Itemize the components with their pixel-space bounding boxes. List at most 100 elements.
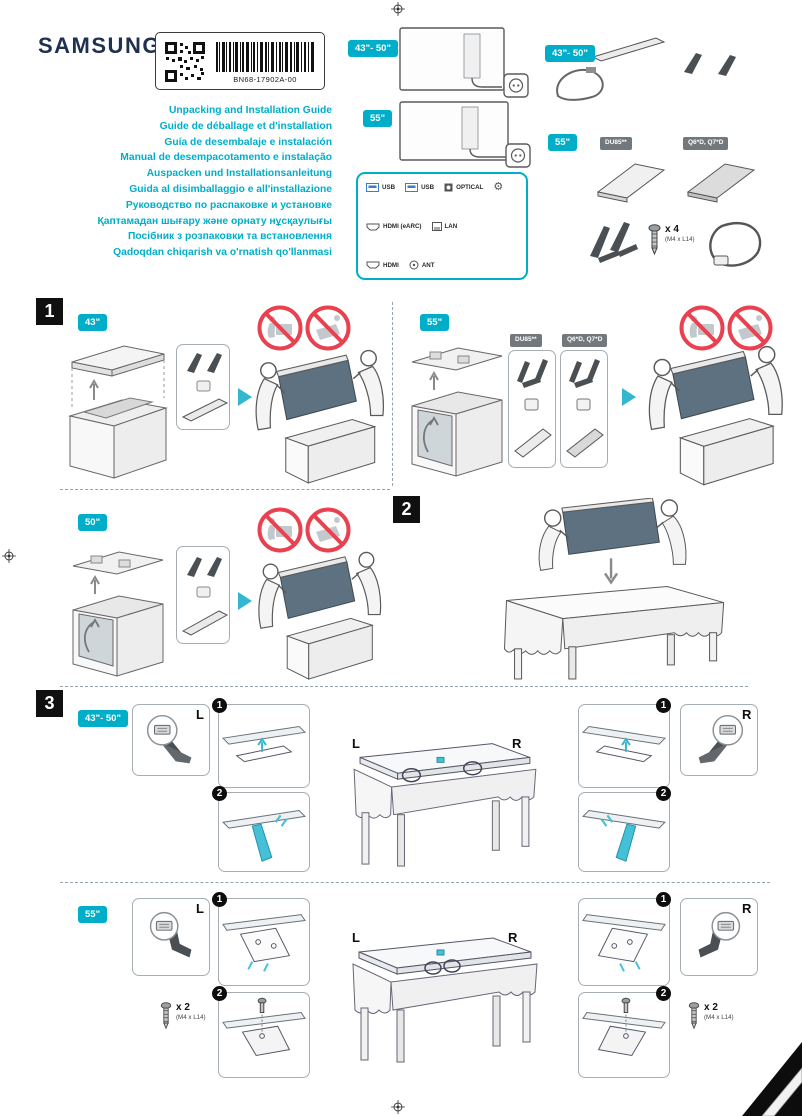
- substep-2-circle: 2: [212, 986, 227, 1001]
- port-hdmi: HDMI: [366, 261, 399, 269]
- size-badge-43-50-accessories: 43"- 50": [545, 45, 595, 62]
- foot-attach-diagram: [222, 810, 306, 862]
- hdmi-port-icon: [366, 223, 380, 230]
- assembly-step2-right-box-55: [578, 992, 670, 1078]
- screw-spec: (M4 x L14): [704, 1013, 734, 1021]
- step-2-number: 2: [393, 496, 420, 523]
- foot-attach-diagram-mirrored: [582, 810, 666, 862]
- bracket-align-diagram-mirrored: [582, 914, 666, 972]
- screw-spec: (M4 x L14): [665, 235, 695, 243]
- optical-port-icon: [444, 183, 453, 192]
- stand-feet-parts: [684, 53, 736, 76]
- lan-port-icon: [431, 222, 442, 231]
- stand-plate-q6-part: [686, 163, 756, 203]
- size-badge-50: 50": [78, 514, 108, 531]
- size-badge-43-50-assembly: 43"- 50": [78, 710, 128, 727]
- side-label-right: R: [742, 707, 752, 722]
- table-label-left: L: [352, 736, 360, 751]
- arrow-right-icon: [238, 592, 252, 610]
- ports-row-3: HDMI ANT: [366, 260, 518, 270]
- stand-parts-box-q6: [560, 350, 608, 468]
- stand-leg-left-box-55: [132, 898, 210, 976]
- screws-x2-note-left: x 2 (M4 x L14): [160, 1002, 206, 1030]
- substep-1-circle: 1: [212, 698, 227, 713]
- size-badge-55: 55": [363, 110, 393, 127]
- part-number: BN68-17902A-00: [233, 75, 297, 84]
- product-label-box: BN68-17902A-00: [155, 32, 325, 90]
- title-line: Manual de desempacotamento e instalação: [120, 152, 332, 164]
- size-badge-55-accessories: 55": [548, 134, 578, 151]
- stand-parts-box-du85: [508, 350, 556, 468]
- page-turn-corner-icon: [742, 1042, 802, 1116]
- port-usb: USB: [366, 183, 395, 192]
- antenna-port-icon: [409, 260, 419, 270]
- assembly-step1-left-box-43-50: [218, 704, 310, 788]
- stand-parts-box-43: [176, 344, 230, 430]
- multilanguage-titles: Unpacking and Installation Guide Guide d…: [40, 103, 333, 261]
- box-open-diagram-43: [68, 345, 168, 479]
- two-people-lift-tv-illustration: [255, 349, 384, 484]
- tv-on-table-slots-diagram-55: [352, 937, 538, 1063]
- screws-x4-note: x 4 (M4 x L14): [648, 224, 695, 256]
- stand-plate-du85-part: [596, 163, 666, 203]
- side-label-left: L: [196, 707, 204, 722]
- size-badge-55-assembly: 55": [78, 906, 108, 923]
- stand-parts-du85-icon: [514, 359, 552, 458]
- substep-2-circle: 2: [656, 986, 671, 1001]
- port-label: USB: [421, 184, 435, 191]
- port-ant: ANT: [409, 260, 435, 270]
- title-line: Посібник з розпаковки та встановлення: [127, 231, 332, 243]
- place-tv-on-table-illustration: [503, 498, 725, 680]
- samsung-logo: SAMSUNG: [38, 33, 161, 58]
- stand-leg-right-box-55: [680, 898, 758, 976]
- stand-parts-box-50: [176, 546, 230, 644]
- section1-row-divider: [60, 489, 390, 490]
- side-label-left: L: [196, 901, 204, 916]
- screws-x2-note-right: x 2 (M4 x L14): [688, 1002, 734, 1030]
- stand-brackets-parts: [590, 222, 638, 263]
- barcode-icon: [216, 42, 314, 72]
- gear-icon: ⚙: [493, 181, 504, 193]
- title-line: Руководство по распаковке и установке: [125, 199, 332, 211]
- substep-1-circle: 1: [656, 892, 671, 907]
- port-lan: LAN: [431, 222, 457, 231]
- port-label: OPTICAL: [456, 184, 484, 191]
- bracket-screw-diagram: [222, 997, 306, 1057]
- tv-back-cable-diagram-55: [399, 101, 531, 168]
- tv-back-cable-diagram-43-50: [399, 27, 529, 98]
- screw-icon: [688, 1002, 700, 1030]
- bracket-screw-diagram-mirrored: [582, 997, 666, 1057]
- blade-align-diagram: [221, 725, 307, 763]
- screw-quantity: x 2: [704, 1002, 718, 1013]
- ports-panel: USB USB OPTICAL ⚙ HDMI (eARC) LAN: [356, 172, 528, 280]
- side-label-right: R: [742, 901, 752, 916]
- prohibition-icon: [727, 305, 773, 351]
- registration-mark-top-icon: [391, 2, 405, 16]
- prohibition-icon: [679, 305, 725, 351]
- tv-on-table-slots-diagram-43-50: [353, 743, 537, 867]
- bracket-align-diagram: [222, 914, 306, 972]
- assembly-step1-right-box-43-50: [578, 704, 670, 788]
- title-line: Qadoqdan chiqarish va o'rnatish qo'llanm…: [113, 247, 332, 259]
- usb-port-icon: [405, 183, 419, 192]
- stand-leg-right-zoom-icon: [698, 714, 744, 764]
- assembly-step1-right-box-55: [578, 898, 670, 986]
- assembly-step2-left-box-43-50: [218, 792, 310, 872]
- section1-divider: [392, 302, 393, 486]
- ports-row-2: HDMI (eARC) LAN: [366, 222, 518, 231]
- table-label-left: L: [352, 930, 360, 945]
- port-optical: OPTICAL: [444, 183, 483, 192]
- prohibition-icon: [257, 305, 303, 351]
- assembly-step2-left-box-55: [218, 992, 310, 1078]
- substep-2-circle: 2: [212, 786, 227, 801]
- title-line: Auspacken und Installationsanleitung: [146, 168, 332, 180]
- stand-leg-left-box-43-50: [132, 704, 210, 776]
- stand-parts-43-icon: [181, 353, 229, 422]
- screw-icon: [160, 1002, 172, 1030]
- arrow-right-icon: [622, 388, 636, 406]
- size-badge-55-unpack: 55": [420, 314, 450, 331]
- screw-spec: (M4 x L14): [176, 1013, 206, 1021]
- stand-leg-left-zoom-icon: [146, 714, 192, 764]
- hdmi-port-icon: [366, 261, 380, 269]
